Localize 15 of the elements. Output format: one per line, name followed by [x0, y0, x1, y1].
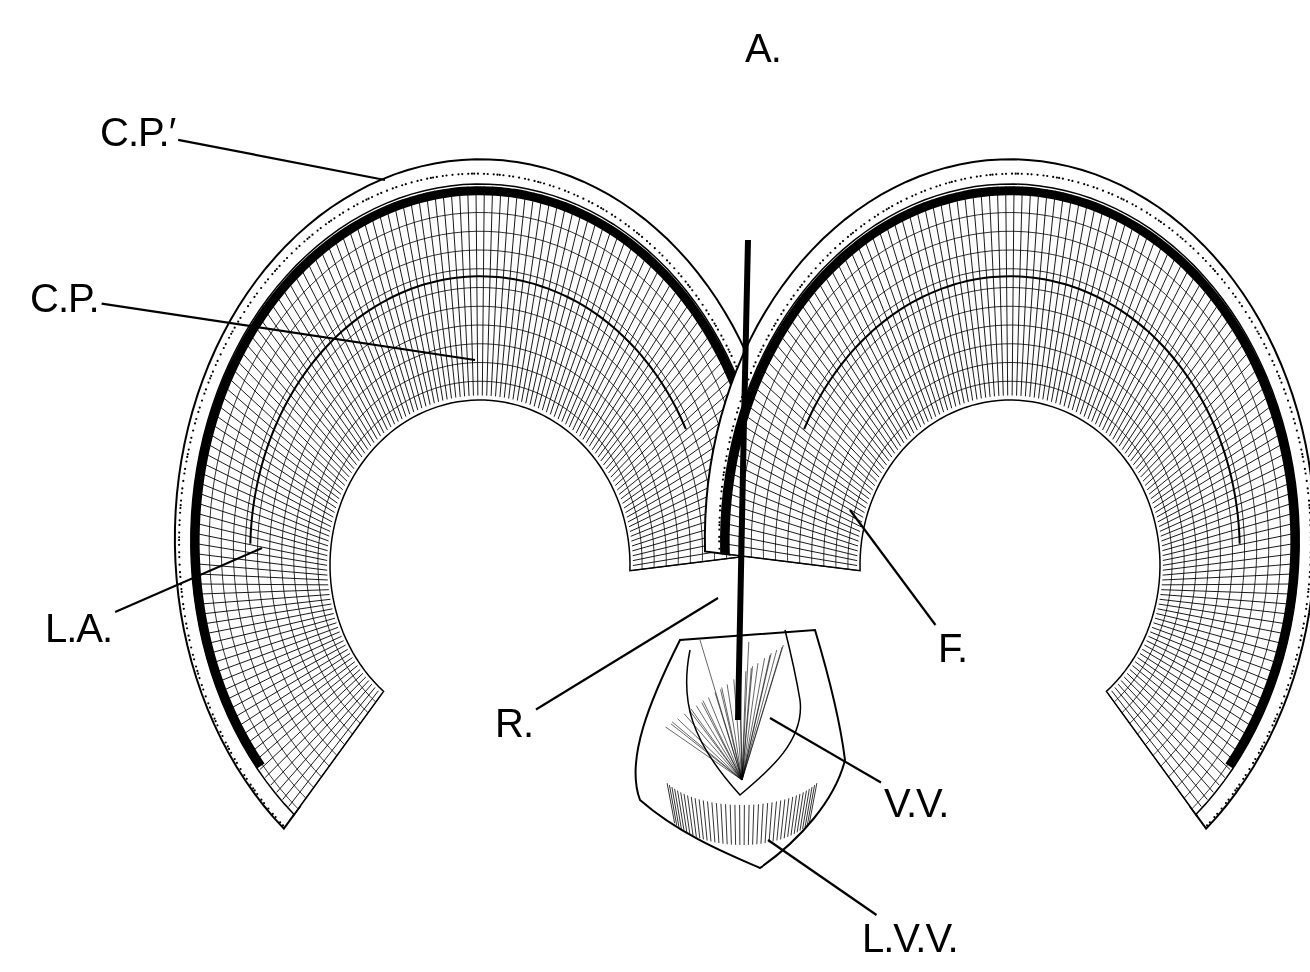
panel-label: A. — [745, 28, 781, 68]
leader-line — [114, 547, 263, 614]
leader-line — [101, 302, 476, 362]
part-label: V.V. — [884, 783, 949, 823]
part-label: L.A. — [45, 608, 113, 648]
part-label: C.P. — [30, 278, 99, 318]
part-label: R. — [495, 703, 533, 743]
leader-line — [767, 839, 878, 916]
leader-line — [177, 138, 386, 182]
leader-line — [849, 509, 937, 626]
leader-line — [535, 597, 719, 711]
part-label: C.P.′ — [100, 112, 176, 152]
part-label: L.V.V. — [862, 918, 958, 958]
part-label: F. — [938, 628, 968, 668]
leader-line — [769, 717, 882, 784]
